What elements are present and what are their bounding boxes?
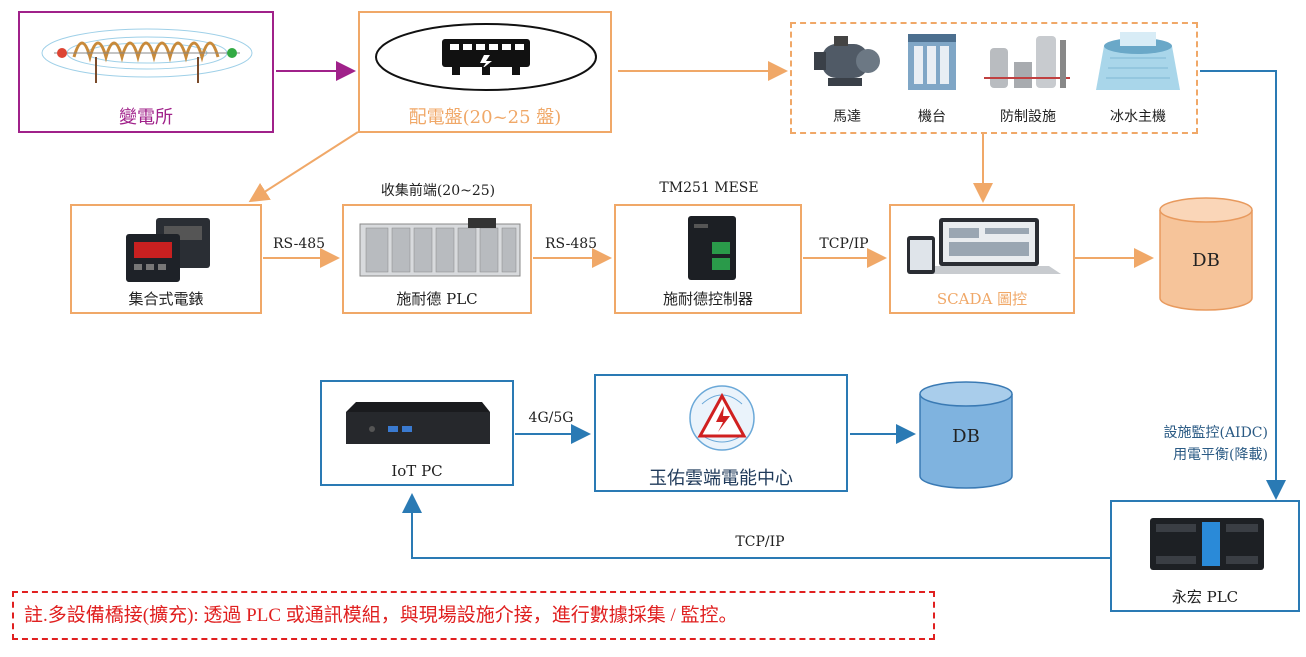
substation-label: 變電所	[119, 107, 173, 128]
collector-caption: 收集前端(20~25)	[380, 183, 496, 199]
edge-yonghong-iotpc	[402, 493, 1110, 559]
iotpc-node: IoT PC	[320, 380, 514, 486]
mini-pc-icon	[346, 402, 490, 444]
edge-panel-meter	[248, 131, 359, 203]
cloud-label: 玉佑雲端電能中心	[649, 468, 793, 489]
coil-icon	[41, 28, 253, 83]
collector-node: 施耐德 PLC	[342, 204, 532, 314]
meter-node: 集合式電錶	[70, 204, 262, 314]
db-scada-label: DB	[1192, 250, 1220, 271]
edge-label-aidc-2: 用電平衡(降載)	[1173, 447, 1268, 463]
power-meter-icon	[126, 218, 210, 282]
db-cylinder-cloud	[919, 381, 1013, 489]
edge-label-tcpip-a: TCP/IP	[819, 236, 869, 252]
controller-node: 施耐德控制器	[614, 204, 802, 314]
edge-label-4g5g: 4G/5G	[528, 410, 574, 426]
yonghong-node: 永宏 PLC	[1110, 500, 1300, 612]
cloud-energy-icon	[689, 385, 755, 451]
equipment-label-machine: 機台	[918, 109, 946, 125]
motor-icon	[814, 36, 880, 86]
controller-caption: TM251 MESE	[659, 180, 759, 196]
plc-unit-icon	[1150, 518, 1264, 570]
equipment-label-motor: 馬達	[833, 109, 861, 125]
db-cylinder-scada	[1159, 197, 1253, 311]
machine-icon	[908, 34, 956, 90]
yonghong-label: 永宏 PLC	[1171, 588, 1239, 606]
laptop-icon	[907, 218, 1061, 274]
meter-label: 集合式電錶	[128, 290, 204, 308]
plc-rack-icon	[359, 218, 521, 277]
panel-label: 配電盤(20~25 盤)	[408, 107, 562, 128]
scada-label: SCADA 圖控	[936, 290, 1028, 308]
iotpc-label: IoT PC	[391, 462, 443, 480]
controller-label: 施耐德控制器	[662, 290, 753, 308]
edge-label-tcpip-b: TCP/IP	[735, 534, 785, 550]
edge-equipment-yonghong	[1200, 70, 1286, 500]
scada-node: SCADA 圖控	[889, 204, 1075, 314]
controller-icon	[688, 216, 736, 280]
equipment-label-chiller: 冰水主機	[1110, 109, 1166, 125]
edge-label-rs485-a: RS-485	[272, 236, 326, 252]
distribution-panel-icon	[375, 23, 597, 91]
edge-label-rs485-b: RS-485	[544, 236, 598, 252]
control-facility-icon	[984, 36, 1070, 88]
footnote: 註.多設備橋接(擴充): 透過 PLC 或通訊模組，與現場設施介接，進行數據採集…	[12, 591, 935, 640]
chiller-icon	[1096, 32, 1180, 90]
equipment-group: 馬達 機台 防制設施 冰水主機	[790, 22, 1198, 134]
panel-node: 配電盤(20~25 盤)	[358, 11, 612, 133]
equipment-label-facility: 防制設施	[1000, 109, 1056, 125]
cloud-node: 玉佑雲端電能中心	[594, 374, 848, 492]
substation-node: 變電所	[18, 11, 274, 133]
collector-label: 施耐德 PLC	[396, 290, 478, 308]
db-cloud-label: DB	[952, 426, 980, 447]
edge-label-aidc-1: 設施監控(AIDC)	[1163, 425, 1268, 441]
